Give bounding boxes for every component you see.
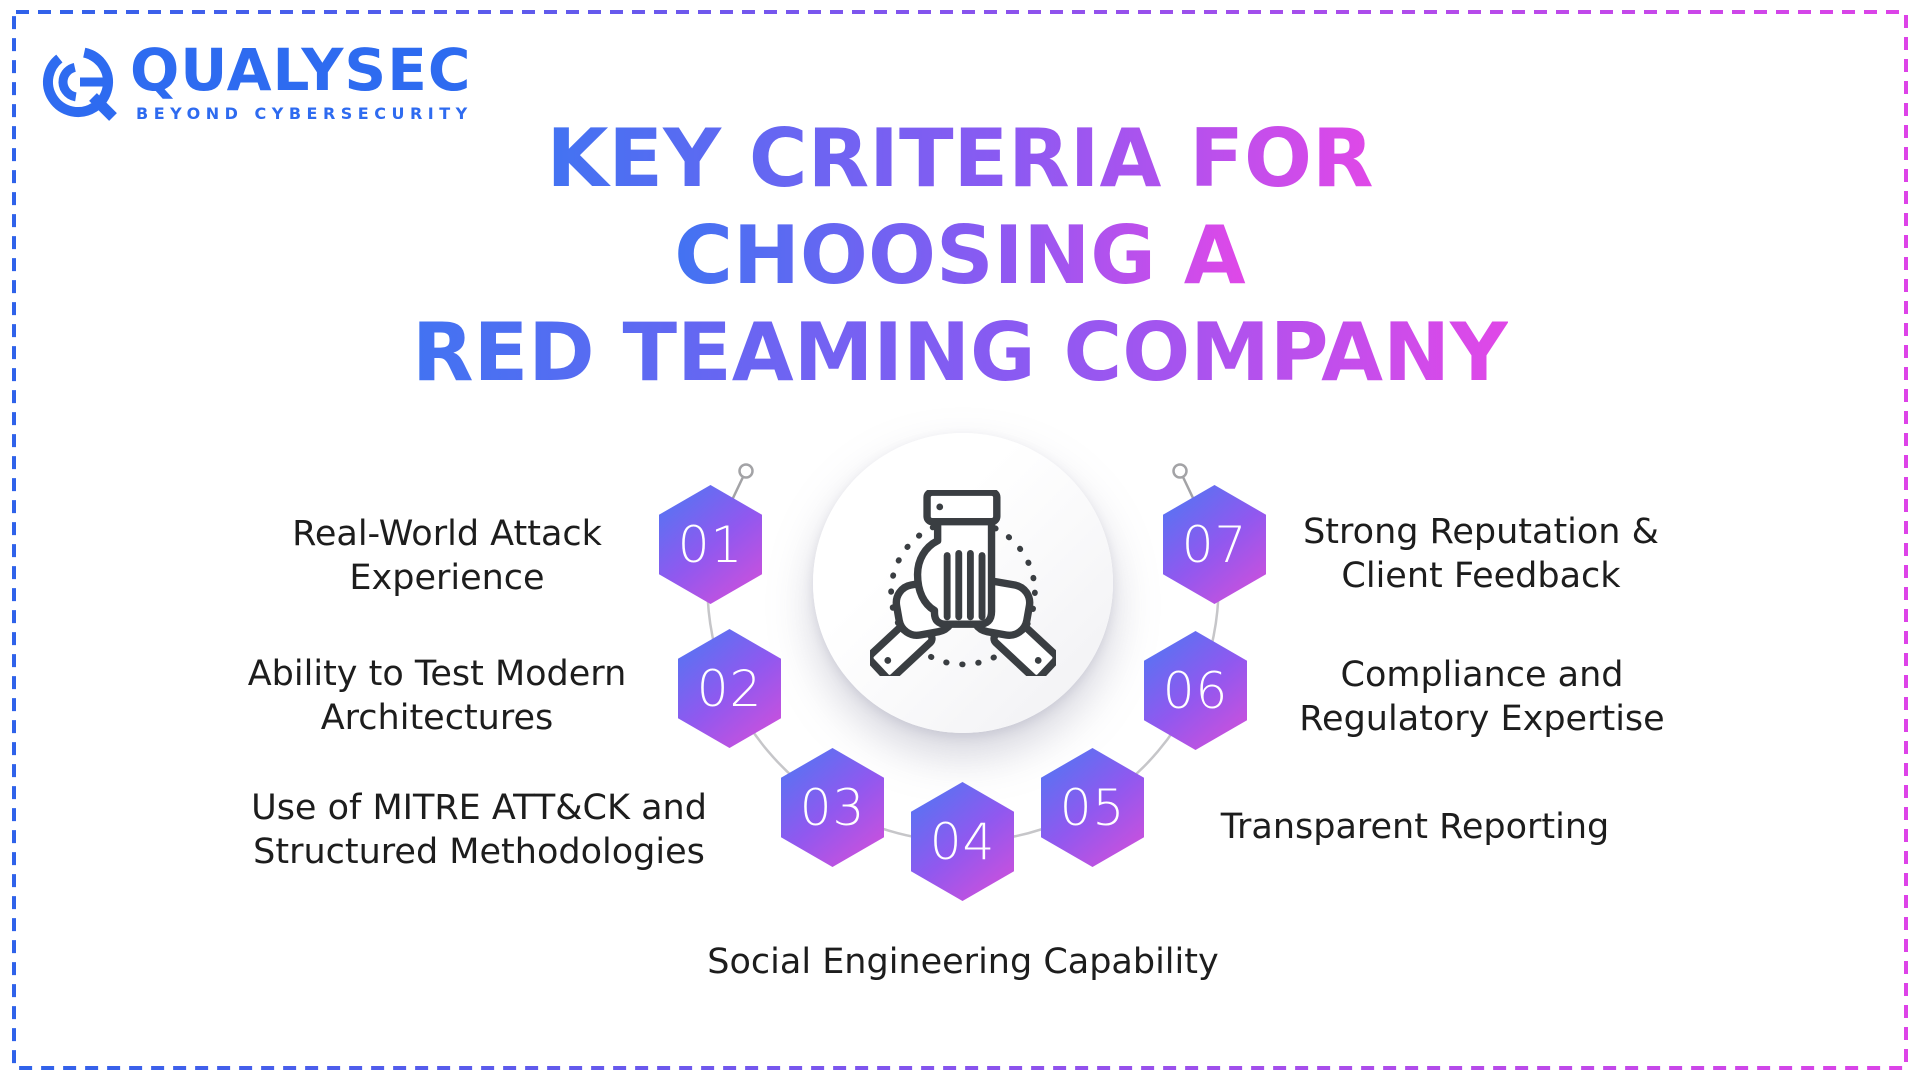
label-line: Use of MITRE ATT&CK and xyxy=(251,788,707,828)
step-number-5: 05 xyxy=(1059,778,1126,837)
label-ability-to-test-modern-architectures: Ability to Test Modern Architectures xyxy=(248,652,627,740)
center-circle xyxy=(813,433,1113,733)
label-real-world-attack-experience: Real-World Attack Experience xyxy=(292,512,602,600)
qualysec-q-icon xyxy=(42,46,117,121)
label-line: Transparent Reporting xyxy=(1220,807,1610,847)
label-line: Regulatory Expertise xyxy=(1299,699,1665,739)
label-line: Social Engineering Capability xyxy=(707,942,1219,982)
step-number-2: 02 xyxy=(696,659,763,718)
title-line-1: KEY CRITERIA FOR xyxy=(546,112,1374,205)
label-compliance-regulatory-expertise: Compliance and Regulatory Expertise xyxy=(1299,653,1664,741)
qualysec-logo: QUALYSEC BEYOND CYBERSECURITY xyxy=(36,40,473,124)
title-line-3: RED TEAMING COMPANY xyxy=(412,306,1508,399)
label-line: Structured Methodologies xyxy=(253,832,705,872)
label-line: Real-World Attack xyxy=(292,514,602,554)
label-mitre-attack-methodologies: Use of MITRE ATT&CK and Structured Metho… xyxy=(251,786,707,874)
brand-name: QUALYSEC xyxy=(130,36,472,104)
label-line: Architectures xyxy=(320,698,554,738)
label-line: Client Feedback xyxy=(1341,556,1621,596)
label-social-engineering-capability: Social Engineering Capability xyxy=(707,940,1218,984)
step-number-6: 06 xyxy=(1162,661,1229,720)
title-line-2: CHOOSING A xyxy=(674,209,1246,302)
label-strong-reputation-client-feedback: Strong Reputation & Client Feedback xyxy=(1303,510,1659,598)
brand-tagline: BEYOND CYBERSECURITY xyxy=(136,103,473,123)
page-title: KEY CRITERIA FOR CHOOSING A RED TEAMING … xyxy=(0,110,1920,401)
step-number-7: 07 xyxy=(1181,515,1248,574)
step-number-1: 01 xyxy=(677,515,744,574)
label-line: Strong Reputation & xyxy=(1303,512,1659,552)
step-number-4: 04 xyxy=(929,812,996,871)
label-line: Experience xyxy=(349,558,545,598)
label-line: Ability to Test Modern xyxy=(247,654,627,694)
label-transparent-reporting: Transparent Reporting xyxy=(1221,805,1610,849)
label-line: Compliance and xyxy=(1340,655,1624,695)
teamwork-hands-icon xyxy=(870,490,1056,676)
step-number-3: 03 xyxy=(799,778,866,837)
